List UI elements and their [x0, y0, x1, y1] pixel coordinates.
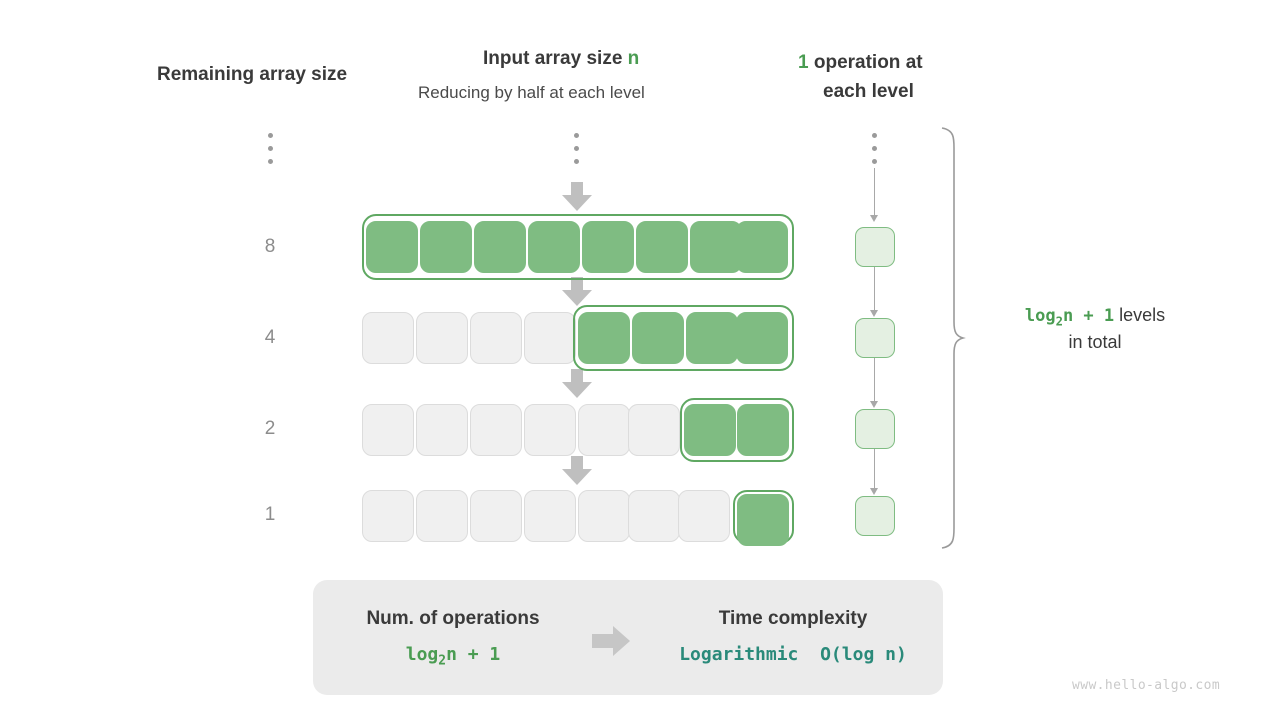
array-cell: [582, 221, 634, 273]
row-size-label-1: 1: [264, 504, 276, 525]
levels-formula-pre: log: [1024, 306, 1056, 326]
levels-formula-post: n + 1: [1062, 306, 1115, 326]
array-cell: [366, 221, 418, 273]
operation-box-level-2: [855, 318, 895, 358]
array-cell: [736, 312, 788, 364]
levels-formula: log2n + 1: [1024, 306, 1115, 329]
header-operations-line2: each level: [823, 81, 914, 102]
operation-box-level-1: [855, 227, 895, 267]
summary-arrow-icon: [592, 626, 640, 656]
highlight-outline-row-4: [573, 305, 794, 371]
summary-operations-pre: log: [405, 644, 439, 665]
levels-formula-sub: 2: [1055, 314, 1063, 329]
ellipsis-center: [574, 133, 579, 172]
array-cell: [524, 490, 576, 542]
array-cell: [632, 312, 684, 364]
array-cell: [737, 494, 789, 546]
header-input-array-size-text: Input array size: [483, 48, 628, 69]
highlight-outline-row-8: [362, 214, 794, 280]
op-connector-0: [870, 168, 879, 222]
highlight-outline-row-2: [680, 398, 794, 462]
array-cell: [416, 404, 468, 456]
array-cell: [578, 490, 630, 542]
array-cell: [578, 312, 630, 364]
array-cell: [362, 404, 414, 456]
summary-operations-post: n + 1: [446, 644, 501, 665]
summary-operations-title: Num. of operations: [366, 608, 540, 629]
summary-complexity-word: Logarithmic: [679, 644, 799, 665]
header-operations-line1-rest: operation at: [808, 52, 923, 73]
header-remaining-array-size: Remaining array size: [157, 64, 348, 85]
row-size-label-8: 8: [264, 236, 276, 257]
header-reducing-subtitle: Reducing by half at each level: [418, 83, 645, 102]
ellipsis-right: [872, 133, 877, 172]
halving-arrow-3: [562, 369, 592, 399]
array-cell: [524, 404, 576, 456]
array-cell: [524, 312, 576, 364]
array-cell: [362, 490, 414, 542]
summary-complexity-column: Time complexity Logarithmic O(log n): [668, 608, 918, 665]
array-cell: [416, 490, 468, 542]
summary-operations-sub: 2: [438, 653, 447, 669]
header-input-array-size: Input array size n: [483, 48, 639, 70]
header-operations-line1: 1 operation at: [798, 52, 923, 74]
array-cell: [578, 404, 630, 456]
op-connector-2: [870, 358, 879, 408]
array-cell: [678, 490, 730, 542]
summary-operations-value: log2n + 1: [343, 644, 563, 669]
header-input-array-size-var: n: [627, 48, 640, 69]
header-operations-count: 1: [798, 52, 809, 73]
array-cell: [690, 221, 742, 273]
ellipsis-left: [268, 133, 273, 172]
array-cell: [416, 312, 468, 364]
array-cell: [362, 312, 414, 364]
array-cell: [628, 404, 680, 456]
levels-note-line2: in total: [1068, 332, 1122, 353]
array-cell: [470, 404, 522, 456]
array-cell: [470, 490, 522, 542]
row-size-label-2: 2: [264, 418, 276, 439]
levels-note: log2n + 1 levels in total: [990, 303, 1200, 355]
array-cell: [420, 221, 472, 273]
array-cell: [528, 221, 580, 273]
levels-note-line1: log2n + 1 levels: [990, 303, 1200, 330]
array-cell: [628, 490, 680, 542]
operation-box-level-4: [855, 496, 895, 536]
summary-complexity-title: Time complexity: [718, 608, 868, 629]
op-connector-1: [870, 267, 879, 317]
summary-complexity-value: Logarithmic O(log n): [668, 644, 918, 665]
op-connector-3: [870, 449, 879, 495]
halving-arrow-1: [562, 182, 592, 212]
halving-arrow-4: [562, 456, 592, 486]
levels-brace: [941, 127, 966, 549]
array-cell: [470, 312, 522, 364]
operation-box-level-3: [855, 409, 895, 449]
array-cell: [684, 404, 736, 456]
levels-note-text: levels: [1114, 305, 1166, 325]
watermark: www.hello-algo.com: [1072, 678, 1221, 693]
array-cell: [736, 221, 788, 273]
array-cell: [737, 404, 789, 456]
array-cell: [636, 221, 688, 273]
halving-arrow-2: [562, 277, 592, 307]
array-cell: [474, 221, 526, 273]
summary-operations-column: Num. of operations log2n + 1: [343, 608, 563, 669]
array-cell: [686, 312, 738, 364]
row-size-label-4: 4: [264, 327, 276, 348]
summary-complexity-bigo: O(log n): [820, 644, 907, 665]
